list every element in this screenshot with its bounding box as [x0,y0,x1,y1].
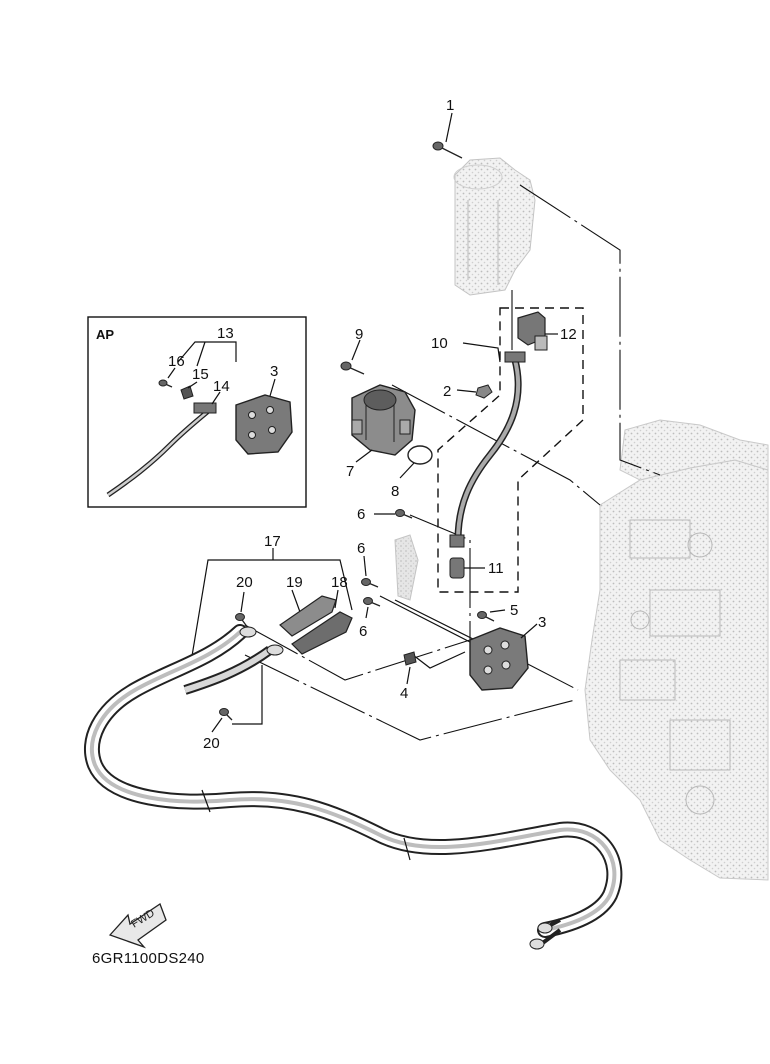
callout-18: 18 [331,574,348,591]
bolt-part-1 [432,112,463,159]
dashed-group-boundary [437,307,584,593]
connector-part-11 [449,557,485,579]
callout-9: 9 [355,326,363,343]
harness-bracket-17 [189,548,353,669]
callout-13: 13 [217,325,234,342]
boots-part-18-19 [279,595,353,655]
callout-12: 12 [560,326,577,343]
connection-lines [244,184,661,741]
callout-1: 1 [446,97,454,114]
forward-direction-arrow: FWD [108,903,167,949]
cable-part-10 [449,342,526,548]
callout-5: 5 [510,602,518,619]
callout-8: 8 [391,483,399,500]
callout-15: 15 [192,366,209,383]
callout-6-bottom: 6 [359,623,367,640]
bolts-part-6 [361,509,413,619]
nut-part-2 [456,384,493,399]
drawing-code: 6GR1100DS240 [92,950,205,967]
solenoid-part-7 [351,384,416,463]
callout-3-inset: 3 [270,363,278,380]
callout-16: 16 [168,353,185,370]
callout-6-middle: 6 [357,540,365,557]
callout-14: 14 [213,378,230,395]
terminal-block-part-3 [469,623,538,691]
bolt-part-5 [477,609,506,622]
callout-7: 7 [346,463,354,480]
bolt-part-9 [340,339,365,375]
relay-part-12 [517,311,558,351]
callout-17: 17 [264,533,281,550]
engine-block-ghost [584,419,769,881]
callout-6-top: 6 [357,506,365,523]
inset-title: AP [96,327,114,342]
inset-ap: AP [87,316,307,508]
callout-2: 2 [443,383,451,400]
starter-motor-ghost [453,157,536,296]
callout-3: 3 [538,614,546,631]
bolts-part-20 [211,591,263,733]
battery-cable-harness [84,624,623,950]
callout-20-top: 20 [236,574,253,591]
callout-4: 4 [400,685,408,702]
bracket-ghost [394,534,419,601]
callout-19: 19 [286,574,303,591]
callout-11: 11 [488,560,504,577]
callouts: 1 2 3 4 5 6 6 6 7 8 9 10 11 12 17 18 19 … [168,97,577,752]
callout-10: 10 [431,335,448,352]
o-ring-part-8 [399,445,433,479]
clip-part-4 [403,651,417,685]
callout-20-bottom: 20 [203,735,220,752]
